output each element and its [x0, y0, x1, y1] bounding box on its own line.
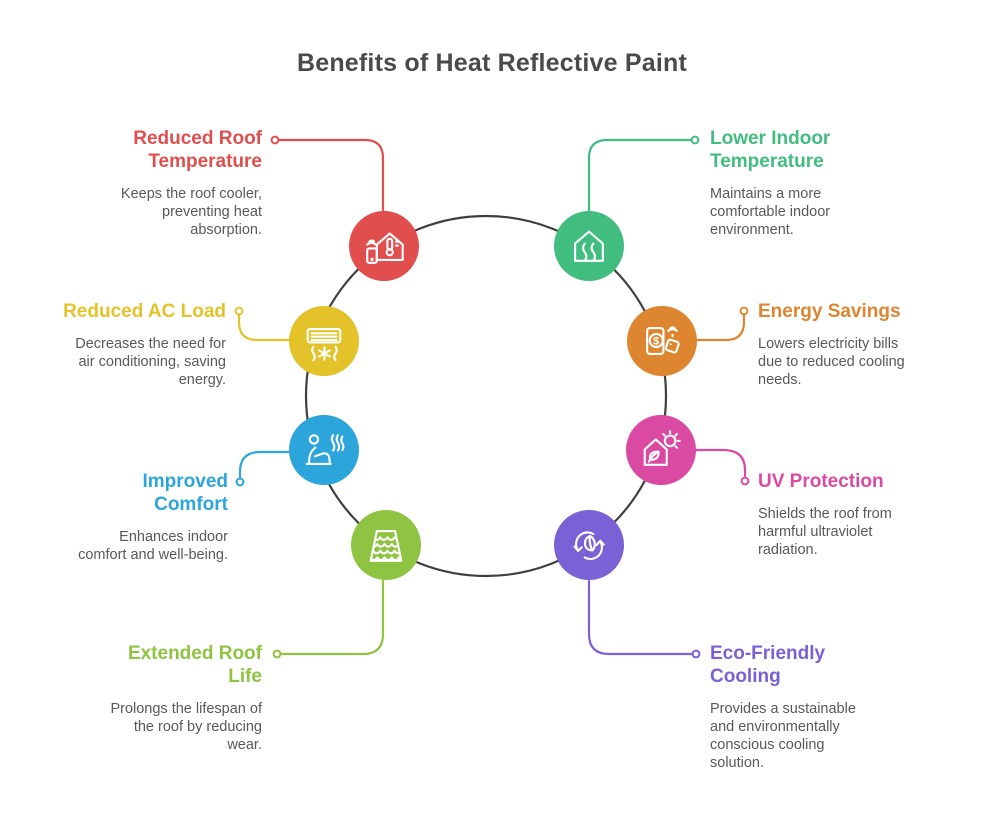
- benefit-title: Reduced Roof Temperature: [133, 128, 262, 172]
- node-reduced-ac-load: [289, 306, 359, 376]
- benefit-title: Reduced AC Load: [63, 301, 226, 322]
- eco-house-sun-icon: [643, 430, 681, 466]
- connector-dot-eco-friendly-cooling: [691, 649, 701, 659]
- connector-lower-indoor-temperature: [587, 138, 693, 215]
- benefit-extended-roof-life: Extended Roof Life Prolongs the lifespan…: [110, 642, 262, 754]
- connector-improved-comfort: [238, 450, 293, 479]
- node-uv-protection: [626, 415, 696, 485]
- benefit-title: UV Protection: [758, 471, 884, 492]
- smart-thermostat-icon: [366, 232, 404, 264]
- node-extended-roof-life: [351, 510, 421, 580]
- benefit-title: Extended Roof Life: [127, 643, 262, 687]
- connector-dot-energy-savings: [739, 306, 749, 316]
- connector-dot-lower-indoor-temperature: [690, 135, 700, 145]
- benefit-title: Energy Savings: [758, 301, 901, 322]
- leaf-recycle-icon: [573, 531, 605, 561]
- benefit-description: Keeps the roof cooler, preventing heat a…: [120, 186, 262, 238]
- money-savings-icon: $: [646, 326, 680, 355]
- connector-reduced-roof-temperature: [277, 138, 385, 215]
- benefit-energy-savings: Energy Savings Lowers electricity bills …: [758, 300, 905, 389]
- center-ring: [304, 214, 668, 578]
- node-eco-friendly-cooling: [554, 510, 624, 580]
- benefit-description: Decreases the need for air conditioning,…: [75, 336, 226, 388]
- node-lower-indoor-temperature: [554, 211, 624, 281]
- benefit-description: Lowers electricity bills due to reduced …: [758, 336, 905, 388]
- benefit-description: Provides a sustainable and environmental…: [710, 701, 856, 771]
- connector-dot-reduced-roof-temperature: [270, 135, 280, 145]
- benefit-reduced-ac-load: Reduced AC Load Decreases the need for a…: [63, 300, 226, 389]
- warm-house-icon: [574, 230, 604, 262]
- benefit-description: Maintains a more comfortable indoor envi…: [710, 186, 831, 238]
- benefit-description: Enhances indoor comfort and well-being.: [78, 529, 228, 563]
- connector-dot-uv-protection: [740, 476, 750, 486]
- benefit-lower-indoor-temperature: Lower Indoor Temperature Maintains a mor…: [710, 127, 830, 239]
- person-relaxing-icon: [305, 434, 345, 465]
- connector-eco-friendly-cooling: [587, 579, 694, 656]
- benefit-description: Shields the roof from harmful ultraviole…: [758, 506, 892, 558]
- air-conditioner-icon: [306, 327, 342, 362]
- benefit-uv-protection: UV Protection Shields the roof from harm…: [758, 470, 892, 559]
- node-reduced-roof-temperature: [349, 211, 419, 281]
- benefit-improved-comfort: Improved Comfort Enhances indoor comfort…: [78, 470, 228, 564]
- benefit-eco-friendly-cooling: Eco-Friendly Cooling Provides a sustaina…: [710, 642, 856, 772]
- benefit-title: Improved Comfort: [142, 471, 228, 515]
- benefit-description: Prolongs the lifespan of the roof by red…: [110, 701, 262, 753]
- benefit-title: Lower Indoor Temperature: [710, 128, 831, 172]
- benefit-reduced-roof-temperature: Reduced Roof Temperature Keeps the roof …: [121, 127, 262, 239]
- node-improved-comfort: [289, 415, 359, 485]
- connector-energy-savings: [691, 313, 746, 342]
- benefit-title: Eco-Friendly Cooling: [710, 643, 826, 687]
- connector-dot-reduced-ac-load: [234, 306, 244, 316]
- connector-reduced-ac-load: [237, 313, 293, 342]
- connector-uv-protection: [691, 448, 747, 478]
- svg-text:$: $: [653, 335, 659, 347]
- connector-extended-roof-life: [279, 579, 385, 656]
- page-title: Benefits of Heat Reflective Paint: [296, 49, 688, 77]
- node-energy-savings: $: [627, 306, 697, 376]
- roof-tiles-icon: [369, 530, 403, 562]
- connector-dot-improved-comfort: [235, 477, 245, 487]
- connector-dot-extended-roof-life: [272, 649, 282, 659]
